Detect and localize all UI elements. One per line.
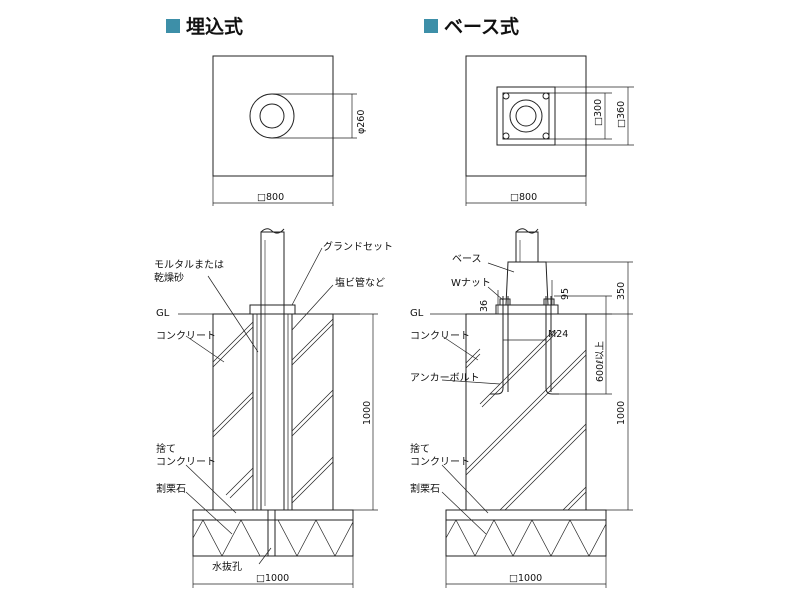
label-base-crushed-stone: 割栗石 xyxy=(410,482,440,495)
label-base: ベース xyxy=(452,253,482,265)
square-marker-icon xyxy=(166,19,180,33)
label-lean-concrete-2: コンクリート xyxy=(156,456,216,468)
base-type-section-view: □1000 36 95 350 600ℓ以上 1000 M24 xyxy=(430,228,633,588)
base-type-plan-view: □300 □360 □800 xyxy=(465,55,634,206)
base-plan-width: □800 xyxy=(510,192,537,203)
embedded-plan-dia: φ260 xyxy=(356,110,367,134)
base-plan-inner: □300 xyxy=(593,99,604,126)
label-w-nut: Wナット xyxy=(451,277,491,289)
label-base-gl: GL xyxy=(410,308,424,319)
embedded-plan-width: □800 xyxy=(257,192,284,203)
base-type-heading: ベース式 xyxy=(444,15,519,38)
dim-95: 95 xyxy=(560,288,571,300)
label-pvc-pipe: 塩ビ管など xyxy=(335,276,385,289)
label-mortar: モルタルまたは xyxy=(154,259,224,271)
dim-600: 600ℓ以上 xyxy=(595,340,606,382)
label-base-lean-concrete-2: コンクリート xyxy=(410,456,470,468)
label-dry-sand: 乾燥砂 xyxy=(154,271,184,284)
label-concrete: コンクリート xyxy=(156,330,216,342)
embedded-section-view: 1000 □1000 xyxy=(178,228,378,588)
dim-350: 350 xyxy=(616,282,627,300)
embedded-depth: 1000 xyxy=(362,401,373,425)
label-gl: GL xyxy=(156,308,170,319)
base-section-base-width: □1000 xyxy=(509,573,542,584)
embedded-base-width: □1000 xyxy=(256,573,289,584)
label-anchor-bolt: アンカーボルト xyxy=(410,372,480,384)
dim-36: 36 xyxy=(479,300,490,312)
label-base-concrete: コンクリート xyxy=(410,330,470,342)
square-marker-icon xyxy=(424,19,438,33)
label-gland-set: グランドセット xyxy=(323,240,393,253)
label-drain-hole: 水抜孔 xyxy=(212,560,242,573)
dim-m24: M24 xyxy=(548,329,568,340)
embedded-heading: 埋込式 xyxy=(186,15,243,38)
embedded-plan-view: φ260 □800 xyxy=(212,55,367,206)
base-section-depth: 1000 xyxy=(616,401,627,425)
label-base-lean-concrete-1: 捨て xyxy=(410,442,430,455)
base-plan-outer: □360 xyxy=(616,101,627,128)
label-crushed-stone: 割栗石 xyxy=(156,482,186,495)
label-lean-concrete-1: 捨て xyxy=(156,442,176,455)
